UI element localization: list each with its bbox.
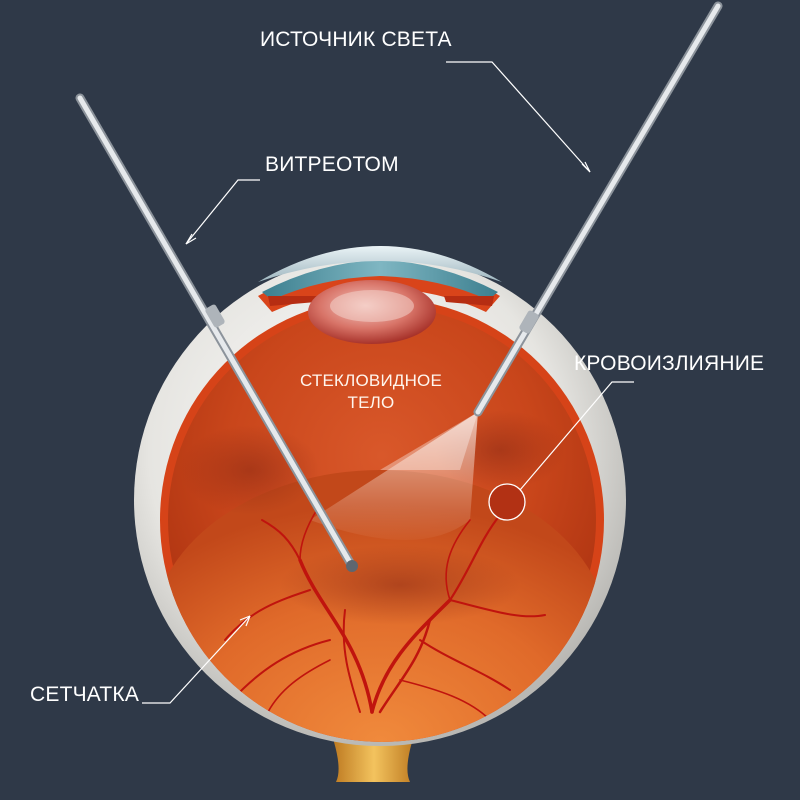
- light-source-instrument: [473, 1, 723, 417]
- vitreotome-instrument: [75, 93, 358, 572]
- hemorrhage-marker: [488, 483, 526, 521]
- leader-light-source: [446, 61, 591, 173]
- leader-hemorrhage: [519, 381, 634, 491]
- label-hemorrhage: КРОВОИЗЛИЯНИЕ: [574, 352, 765, 375]
- anterior-segment: [258, 260, 500, 312]
- hemorrhage-cloud: [280, 545, 520, 625]
- label-retina: СЕТЧАТКА: [30, 683, 140, 706]
- leader-lines: [142, 61, 634, 704]
- label-vitreotome: ВИТРЕОТОМ: [265, 153, 399, 176]
- label-light-source: ИСТОЧНИК СВЕТА: [260, 28, 452, 51]
- light-beam: [310, 412, 478, 540]
- leader-retina: [142, 615, 251, 704]
- cornea: [258, 246, 502, 282]
- label-vitreous-line2: ТЕЛО: [347, 393, 395, 412]
- label-vitreous-line1: СТЕКЛОВИДНОЕ: [299, 371, 443, 390]
- label-vitreous-body: СТЕКЛОВИДНОЕ ТЕЛО: [276, 370, 466, 414]
- leader-vitreotome: [185, 179, 260, 245]
